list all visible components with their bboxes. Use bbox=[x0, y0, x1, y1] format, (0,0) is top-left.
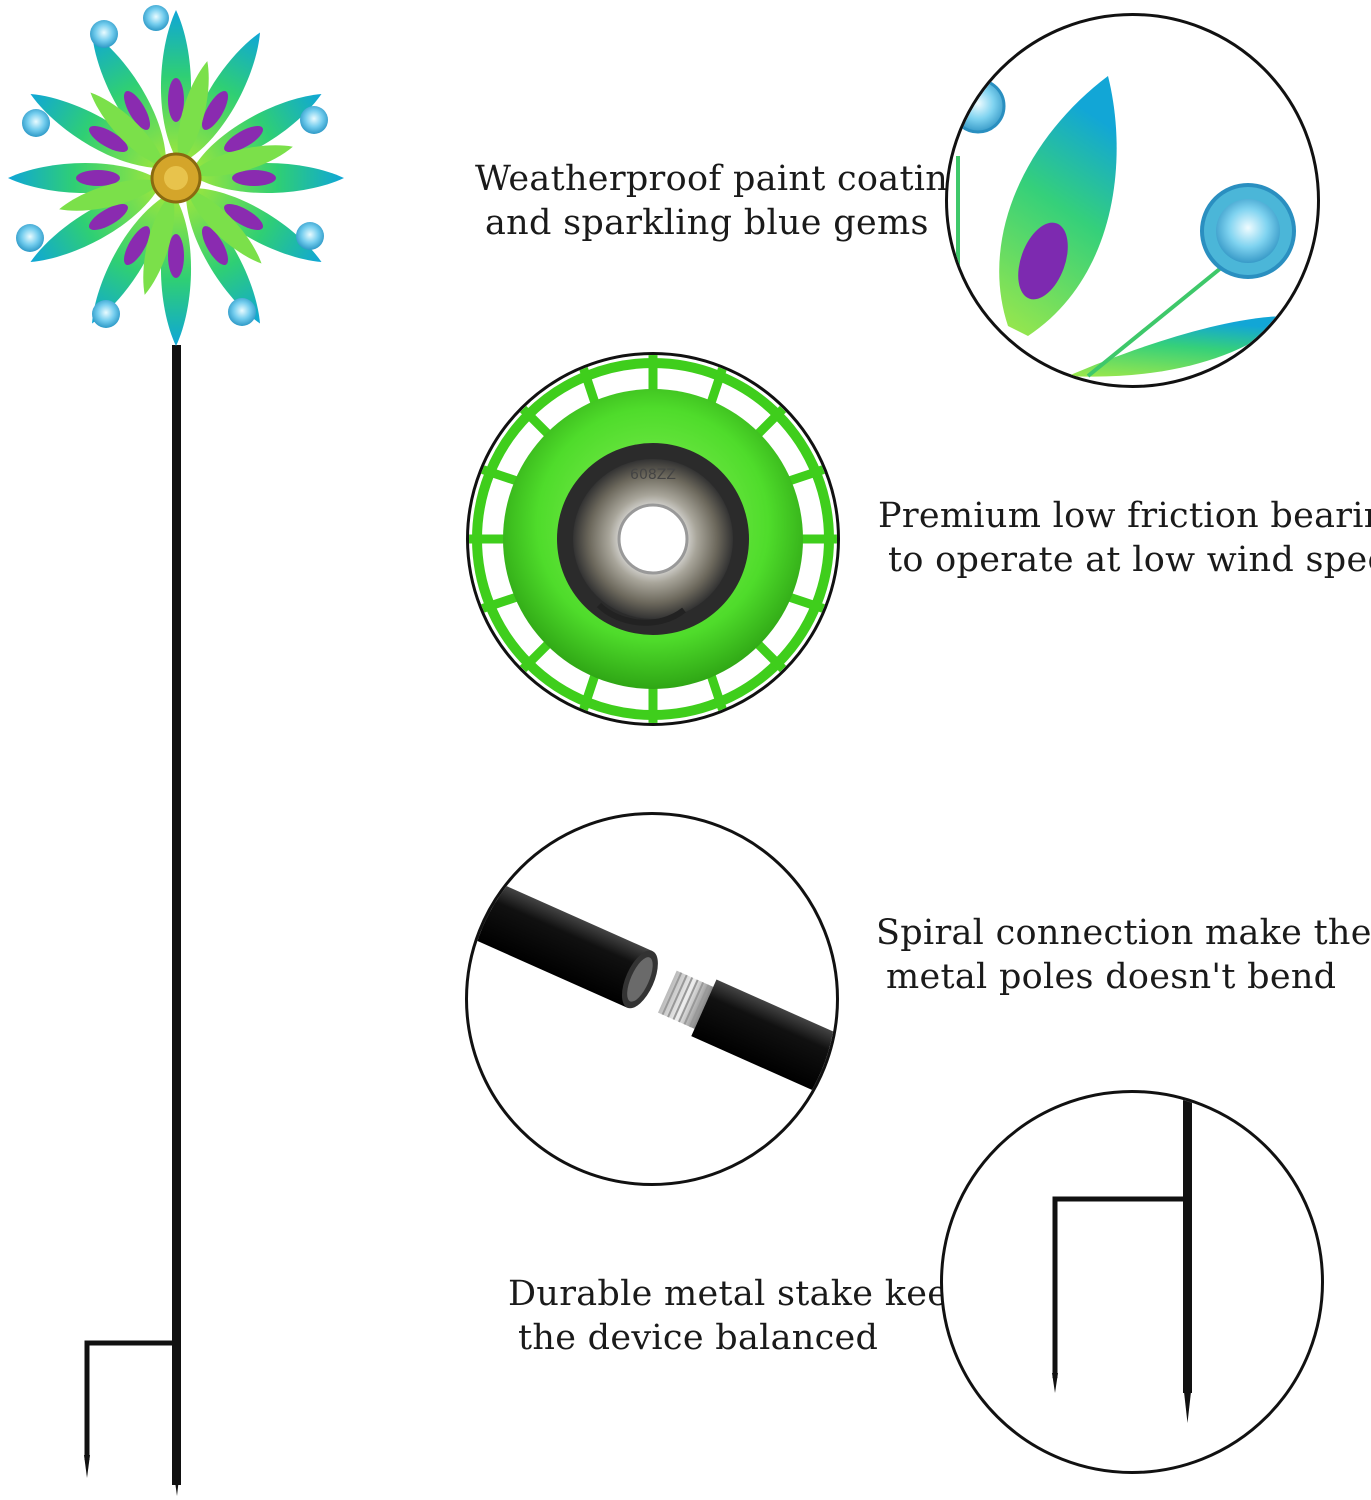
stake-closeup-icon bbox=[1052, 1093, 1192, 1423]
feature-1-line1: Weatherproof paint coating bbox=[475, 159, 971, 199]
feature-3-line1: Spiral connection make the bbox=[876, 913, 1371, 953]
feature-2-text: Premium low friction bearings to operate… bbox=[878, 494, 1371, 582]
feature-3-line2: metal poles doesn't bend bbox=[886, 957, 1337, 997]
feature-2-closeup: 608ZZ bbox=[466, 352, 840, 726]
feature-2-line2: to operate at low wind speeds bbox=[888, 540, 1371, 580]
feature-4-closeup bbox=[940, 1090, 1324, 1474]
feature-3-closeup bbox=[465, 812, 839, 1186]
feature-1-text: Weatherproof paint coating and sparkling… bbox=[475, 157, 971, 245]
feature-3-text: Spiral connection make the metal poles d… bbox=[876, 911, 1371, 999]
wind-spinner-icon bbox=[8, 5, 344, 1496]
product-image bbox=[0, 0, 360, 1500]
bearing-mark-text: 608ZZ bbox=[630, 467, 676, 483]
feature-2-line1: Premium low friction bearings bbox=[878, 496, 1371, 536]
gem-petal-closeup-icon bbox=[950, 76, 1296, 378]
feature-4-line1: Durable metal stake keep bbox=[508, 1274, 971, 1314]
bearing-closeup-icon: 608ZZ bbox=[469, 355, 837, 723]
feature-1-line2: and sparkling blue gems bbox=[485, 203, 929, 243]
feature-4-line2: the device balanced bbox=[518, 1318, 879, 1358]
threaded-pole-closeup-icon bbox=[468, 867, 836, 1118]
feature-1-closeup bbox=[945, 13, 1320, 388]
feature-4-text: Durable metal stake keep the device bala… bbox=[508, 1272, 971, 1360]
